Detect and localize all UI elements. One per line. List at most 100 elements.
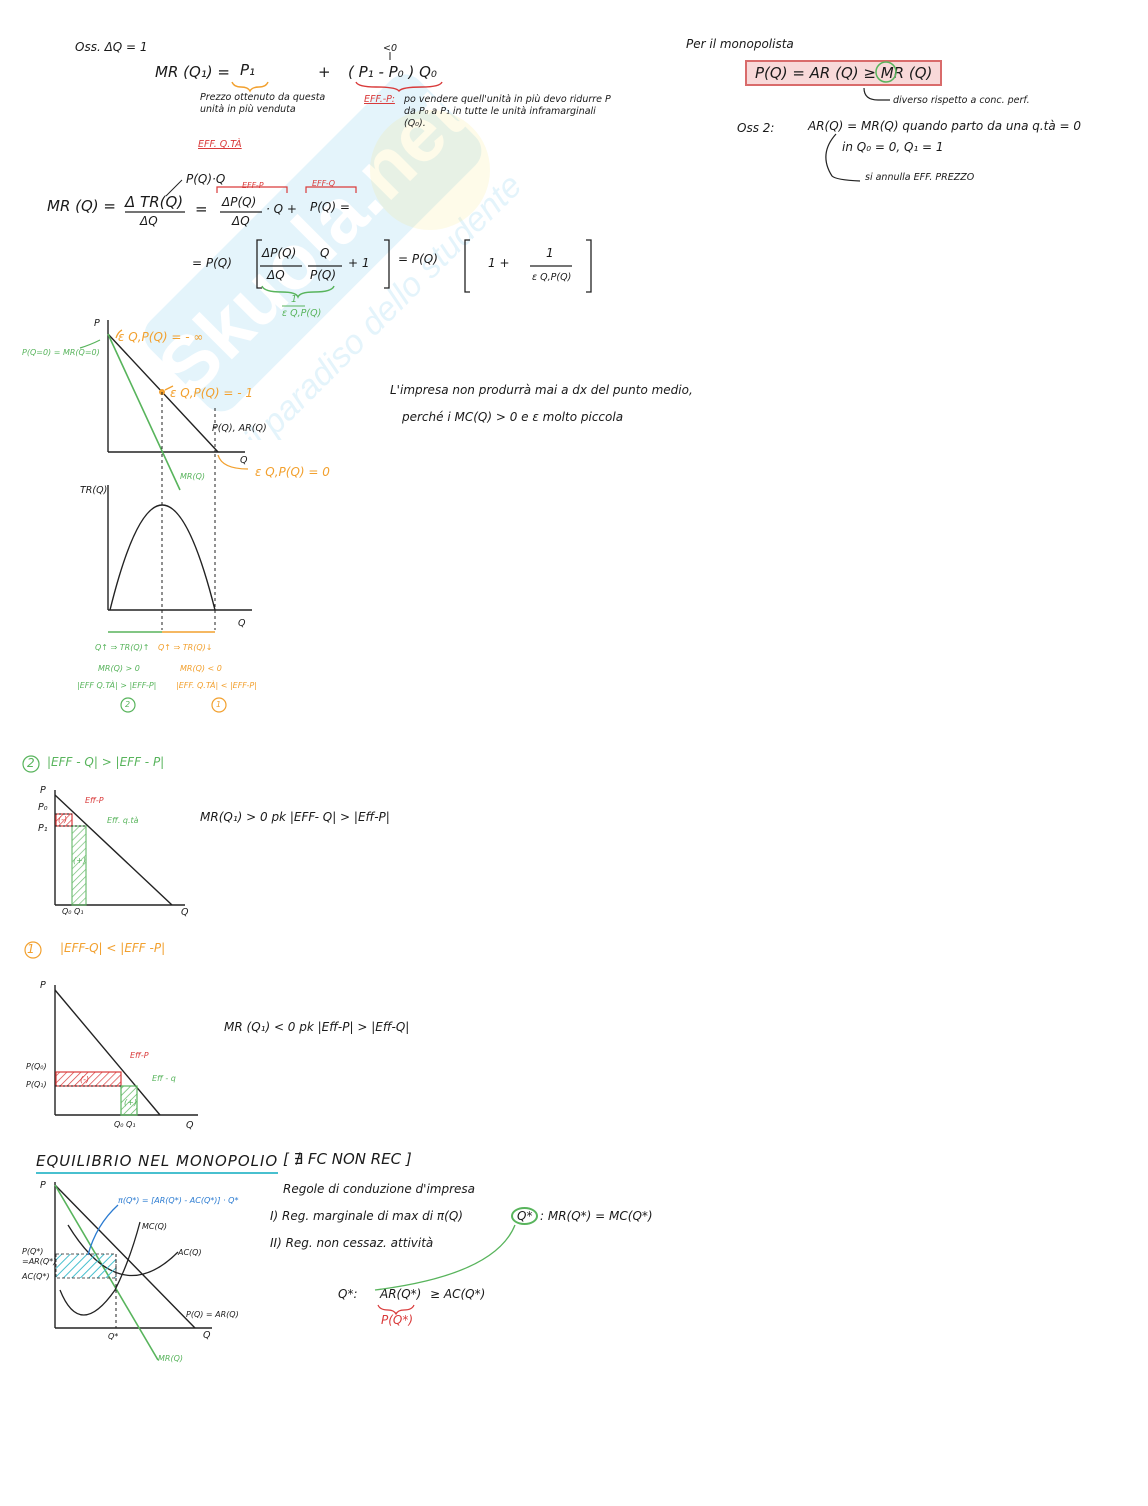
case2-p0: P₀ bbox=[38, 802, 48, 813]
pq-end: P(Q) = bbox=[310, 200, 350, 214]
case2-num-circle bbox=[22, 755, 40, 773]
f4-num: Q bbox=[320, 246, 330, 260]
case1-effq-rect bbox=[120, 1085, 138, 1116]
rule-2: II) Reg. non cessaz. attività bbox=[270, 1236, 434, 1250]
graph1 bbox=[79, 320, 249, 491]
diff-note: diverso rispetto a conc. perf. bbox=[893, 95, 1030, 106]
g1-demand-label: P(Q), AR(Q) bbox=[212, 423, 267, 434]
p-q-star: P(Q*) bbox=[381, 1313, 414, 1327]
effq-bracket bbox=[305, 186, 357, 193]
frac2-num: ΔP(Q) bbox=[222, 195, 257, 209]
mr-eq-bracket: ( P₁ - P₀ ) Q₀ bbox=[348, 63, 437, 81]
g2-num-circle-right bbox=[211, 697, 227, 713]
eq-profit-arrow bbox=[87, 1204, 119, 1256]
case1-statement: MR (Q₁) < 0 pk |Eff-P| > |Eff-Q| bbox=[224, 1020, 410, 1034]
g1-eps-minus1: ε Q,P(Q) = - 1 bbox=[170, 386, 254, 400]
f3-num: ΔP(Q) bbox=[262, 246, 297, 260]
frac2-den: ΔQ bbox=[232, 214, 250, 228]
eq2: = P(Q) bbox=[398, 252, 438, 266]
under-num: 1 bbox=[291, 294, 298, 305]
case2-effq: Eff. q.tà bbox=[107, 816, 139, 825]
eq-acq-star-axis: AC(Q*) bbox=[22, 1272, 50, 1281]
g2-right-mr: MR(Q) < 0 bbox=[180, 664, 222, 673]
equilibrium-graph bbox=[54, 1182, 212, 1361]
eq-ac: AC(Q) bbox=[178, 1248, 202, 1257]
green-brace bbox=[261, 285, 335, 299]
eq-demand bbox=[54, 1184, 196, 1329]
g1-arrow-mr bbox=[79, 339, 101, 349]
g1-q-axis: Q bbox=[240, 455, 248, 466]
g1-p-axis: P bbox=[94, 318, 100, 329]
g2-tr-axis: TR(Q) bbox=[80, 485, 108, 496]
case1-pq1: P(Q₁) bbox=[26, 1080, 47, 1089]
monopolist-ineq: P(Q) = AR (Q) ≥ MR (Q) bbox=[745, 60, 943, 86]
g1-mr bbox=[107, 333, 181, 491]
frac1-num: Δ TR(Q) bbox=[125, 193, 184, 211]
plus-1: + 1 bbox=[348, 256, 370, 270]
eq-green-arrow bbox=[374, 1224, 516, 1291]
mr-eq-lt0: <0 bbox=[383, 43, 398, 54]
eff-qta-label: EFF. Q.TÀ bbox=[198, 139, 242, 150]
case1-effq: Eff - q bbox=[152, 1074, 176, 1083]
effp-top2: EFF-Q bbox=[312, 179, 336, 188]
rule-1-eq: : MR(Q*) = MC(Q*) bbox=[540, 1209, 653, 1223]
g2-left-zone: Q↑ ⇒ TR(Q)↑ bbox=[95, 643, 150, 652]
brace-p1 bbox=[231, 81, 269, 93]
dot-q-plus: · Q + bbox=[266, 202, 297, 216]
case2-effp: Eff-P bbox=[85, 796, 104, 805]
mr-lhs: MR (Q) = bbox=[47, 197, 116, 215]
rules-title: Regole di conduzione d'impresa bbox=[283, 1182, 475, 1196]
eff-p-note: po vendere quell'unità in più devo ridur… bbox=[404, 94, 611, 129]
case1-q-ticks: Q₀ Q₁ bbox=[114, 1120, 136, 1129]
deriv-eq: = bbox=[195, 200, 208, 218]
pq-label: P(Q)·Q bbox=[186, 172, 226, 186]
case1-effp: Eff-P bbox=[130, 1051, 149, 1060]
mr-eq-left: MR (Q₁) = bbox=[155, 63, 230, 81]
ge-ac: ≥ AC(Q*) bbox=[430, 1287, 486, 1301]
case2-statement: MR(Q₁) > 0 pk |EFF- Q| > |Eff-P| bbox=[200, 810, 390, 824]
g2-right-num: 1 bbox=[216, 700, 222, 709]
case2-p1: P₁ bbox=[38, 823, 48, 834]
eq-q-axis: Q bbox=[203, 1330, 211, 1341]
side-note-line2: perché i MC(Q) > 0 e ε molto piccola bbox=[402, 410, 624, 424]
f4-den: P(Q) bbox=[310, 268, 337, 282]
case1-q-axis: Q bbox=[186, 1120, 194, 1131]
eq-ac-curve bbox=[67, 1224, 179, 1277]
g2-num-circle-left bbox=[120, 697, 136, 713]
g2-right-eff: |EFF. Q.TÀ| < |EFF-P| bbox=[176, 681, 257, 690]
big-bracket2-right bbox=[586, 239, 592, 293]
eq-pq-star-axis: P(Q*) =AR(Q*) bbox=[22, 1247, 57, 1266]
oss2-line3: si annulla EFF. PREZZO bbox=[865, 172, 975, 183]
case2-q-ticks: Q₀ Q₁ bbox=[62, 907, 84, 916]
oss2-arrow bbox=[825, 133, 861, 182]
eff-p-label: EFF.-P: bbox=[364, 94, 395, 105]
g1-arrow-inf bbox=[115, 329, 123, 339]
case1-effp-rect bbox=[55, 1071, 122, 1087]
side-note-line1: L'impresa non produrrà mai a dx del punt… bbox=[390, 383, 693, 397]
equilibrium-title: EQUILIBRIO NEL MONOPOLIO bbox=[36, 1152, 279, 1174]
oss2-line2: in Q₀ = 0, Q₁ = 1 bbox=[842, 140, 944, 154]
eq-ar-brace bbox=[377, 1304, 415, 1316]
eq-mr: MR(Q) bbox=[158, 1354, 183, 1363]
g1-pq-mr: P(Q=0) = MR(Q=0) bbox=[22, 348, 100, 357]
g2-left-eff: |EFF Q.TÀ| > |EFF-P| bbox=[77, 681, 157, 690]
case2-effq-rect bbox=[71, 825, 87, 906]
monopolist-title: Per il monopolista bbox=[686, 37, 794, 51]
oss-title: Oss. ΔQ = 1 bbox=[75, 40, 148, 54]
case2-num: 2 bbox=[27, 756, 35, 770]
eq-mc-curve bbox=[59, 1221, 141, 1316]
q-star-circle: Q* bbox=[511, 1207, 539, 1225]
g1-eps-zero: ε Q,P(Q) = 0 bbox=[255, 465, 330, 479]
case1-p-axis: P bbox=[40, 980, 46, 991]
oss2-eq: AR(Q) = MR(Q) quando parto da una q.tà =… bbox=[808, 119, 1082, 133]
rule-1: I) Reg. marginale di max di π(Q) bbox=[270, 1209, 463, 1223]
case2-p-axis: P bbox=[40, 785, 46, 796]
eq-q-star-axis: Q* bbox=[108, 1332, 119, 1341]
brace-bracket bbox=[355, 81, 443, 93]
under-den: ε Q,P(Q) bbox=[282, 308, 322, 319]
note-price: Prezzo ottenuto da questa unità in più v… bbox=[200, 92, 326, 115]
eq-profit-rect bbox=[55, 1253, 117, 1279]
oss2-label: Oss 2: bbox=[737, 121, 775, 135]
effp-top1: EFF-P bbox=[242, 181, 264, 190]
ar-q-star: AR(Q*) bbox=[380, 1287, 422, 1301]
